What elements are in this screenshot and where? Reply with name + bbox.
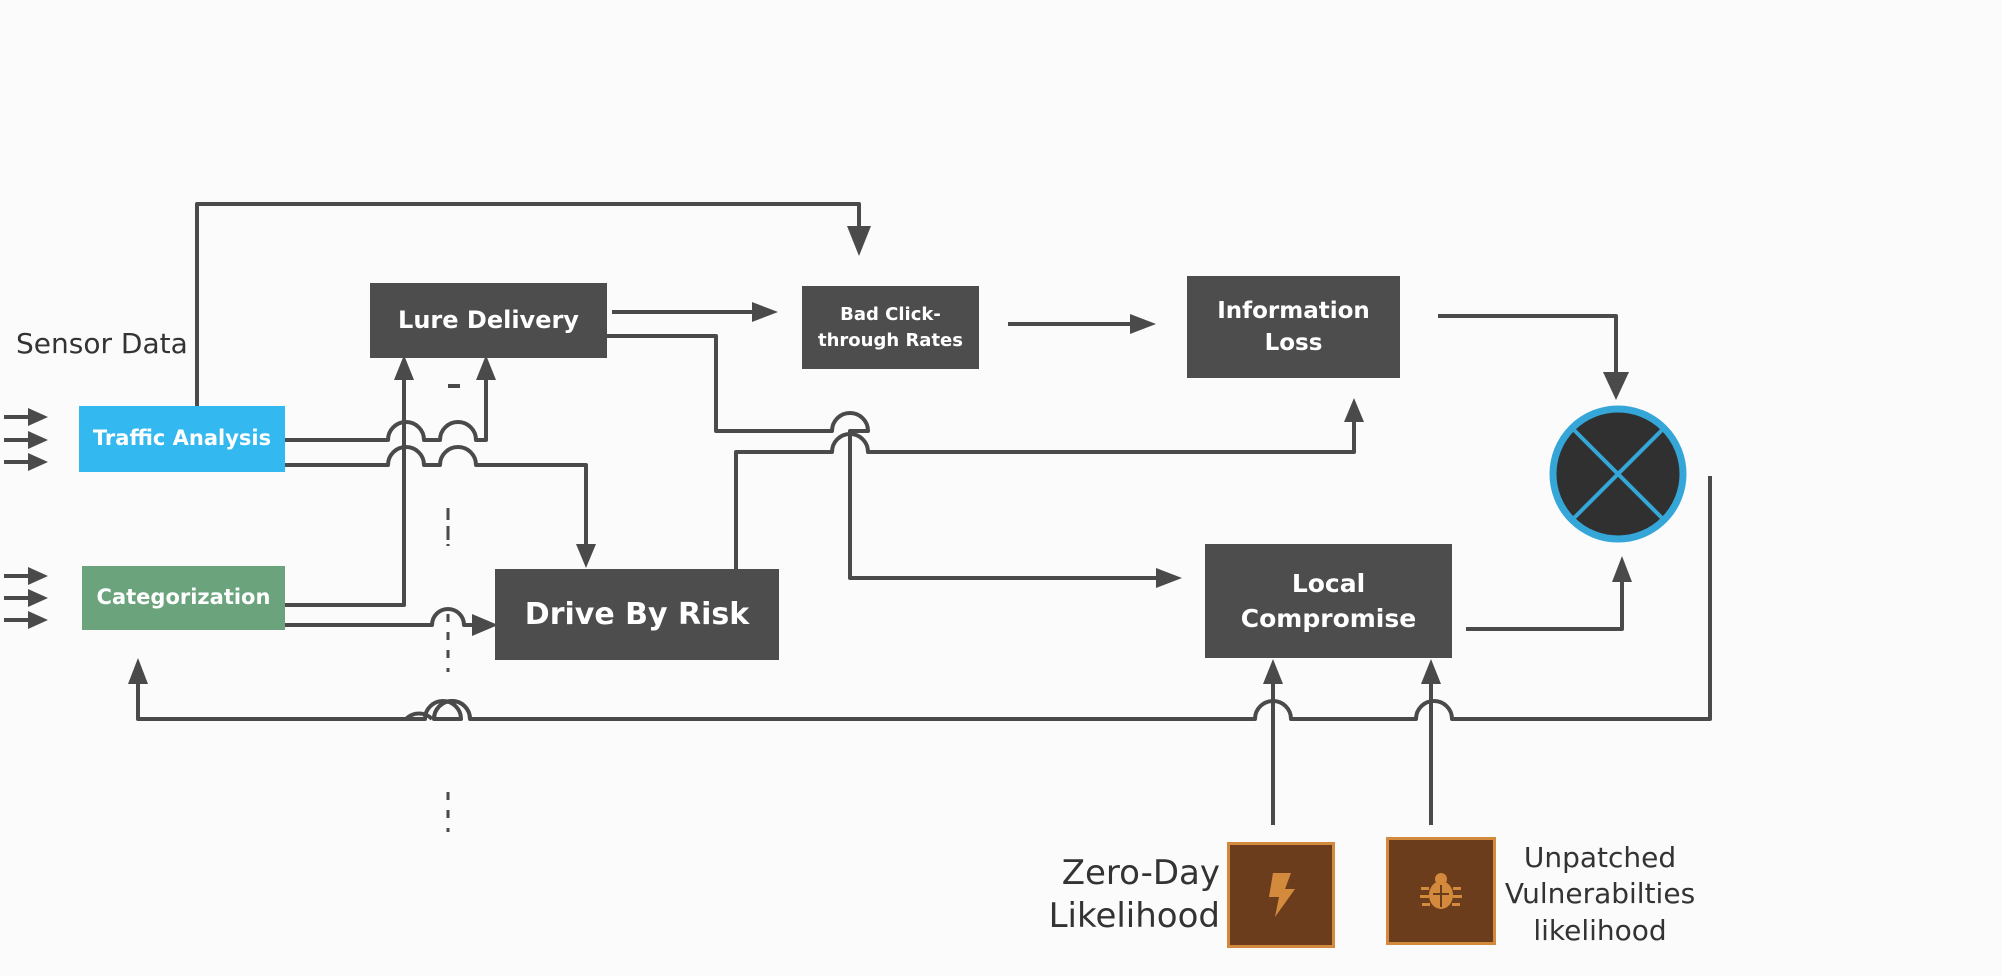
categorization-node[interactable]: Categorization xyxy=(82,566,285,630)
bug-icon xyxy=(1420,873,1462,909)
zero-day-likelihood-label: Zero-Day Likelihood xyxy=(1048,853,1220,936)
unpatched-tile xyxy=(1386,837,1496,945)
traffic-analysis-node[interactable]: Traffic Analysis xyxy=(79,406,285,472)
lightning-icon xyxy=(1269,873,1295,917)
local-compromise-node[interactable]: Local Compromise xyxy=(1205,544,1452,658)
information-loss-node[interactable]: Information Loss xyxy=(1187,276,1400,378)
bad-click-through-rates-node[interactable]: Bad Click- through Rates xyxy=(802,286,979,369)
sensor-data-label: Sensor Data xyxy=(16,327,188,360)
zero-day-tile xyxy=(1227,842,1335,948)
unpatched-vulnerabilities-label: Unpatched Vulnerabilties likelihood xyxy=(1504,841,1696,947)
lure-delivery-node[interactable]: Lure Delivery xyxy=(370,283,607,358)
multiply-icon xyxy=(1549,405,1687,543)
drive-by-risk-node[interactable]: Drive By Risk xyxy=(495,569,779,660)
